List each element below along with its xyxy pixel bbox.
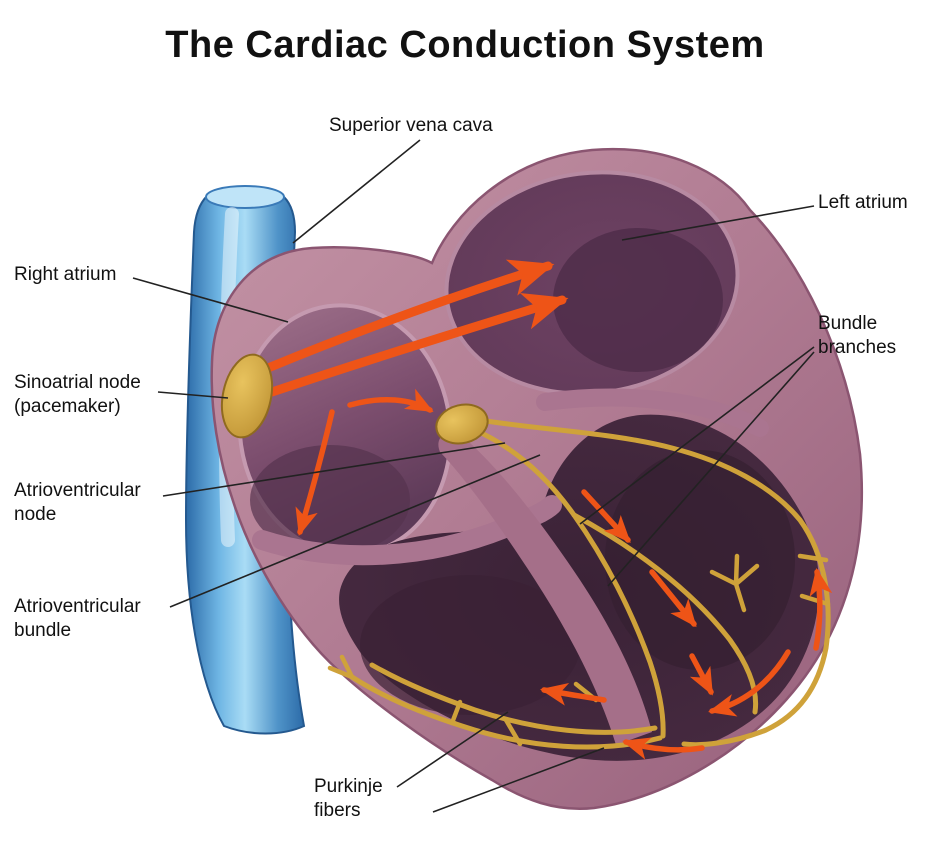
label-sinoatrial-node: Sinoatrial node (pacemaker) — [14, 372, 141, 418]
diagram-title: The Cardiac Conduction System — [165, 24, 765, 66]
pointer-line-right-atrium — [132, 277, 289, 323]
purkinje-trident — [709, 553, 760, 613]
label-bundle-branches: Bundle branches — [818, 313, 897, 359]
atrium-ventricle-wall-left — [536, 388, 769, 437]
pointer-line-bundle-branches-1 — [579, 346, 815, 525]
pointer-lines — [132, 139, 815, 813]
purkinje-fiber-network — [327, 417, 831, 750]
bottom-corner-arrow — [707, 649, 791, 717]
right-ventricle-shadow — [360, 575, 580, 715]
impulse-arrows — [263, 259, 833, 760]
purkinje-twigs-bottom — [327, 654, 599, 747]
pointer-line-atrioventricular-bundle — [169, 454, 541, 608]
pointer-line-purkinje-fibers-1 — [396, 711, 509, 788]
label-atrioventricular-bundle: Atrioventricular bundle — [14, 596, 141, 642]
purkinje-bottom-fiber-2 — [369, 662, 658, 735]
av-node — [435, 403, 489, 445]
left-atrium-shadow — [553, 228, 723, 372]
left-ventricle-shadow — [605, 450, 795, 670]
right-wall-up-arrow — [809, 567, 833, 651]
label-superior-vena-cava: Superior vena cava — [329, 115, 493, 136]
av-bundle-fiber — [472, 427, 666, 739]
pointer-line-left-atrium — [621, 205, 815, 241]
apex-arrow — [689, 653, 714, 696]
pointer-line-bundle-branches-2 — [607, 351, 815, 587]
to-av-node-arrow — [347, 388, 434, 413]
right-atrium-shadow — [250, 445, 410, 555]
pointer-line-sinoatrial-node — [157, 391, 229, 399]
left-bundle-branch-fiber — [477, 417, 831, 748]
bottom-left-arrow-1 — [539, 682, 607, 706]
pointer-line-purkinje-fibers-2 — [432, 747, 605, 813]
label-purkinje-fibers: Purkinje fibers — [314, 776, 383, 822]
atrial-impulse-arrow-1 — [263, 259, 555, 373]
purkinje-bottom-fiber — [349, 674, 663, 750]
label-atrioventricular-node: Atrioventricular node — [14, 480, 141, 526]
purkinje-twigs-right-wall — [797, 553, 831, 607]
atrial-impulse-arrow-2 — [267, 293, 569, 397]
label-left-atrium: Left atrium — [818, 192, 908, 213]
pointer-line-atrioventricular-node — [162, 442, 506, 497]
atrioventricular-wall — [252, 495, 562, 566]
bottom-left-arrow-2 — [622, 737, 705, 760]
sa-node — [220, 353, 274, 439]
pointer-line-superior-vena-cava — [292, 139, 421, 244]
right-atrium-down-arrow — [295, 409, 335, 536]
label-right-atrium: Right atrium — [14, 264, 117, 285]
interventricular-septum — [438, 430, 652, 745]
vessel-opening — [205, 185, 285, 209]
septum-arrow-2 — [649, 569, 697, 628]
septum-arrow-1 — [581, 489, 631, 544]
